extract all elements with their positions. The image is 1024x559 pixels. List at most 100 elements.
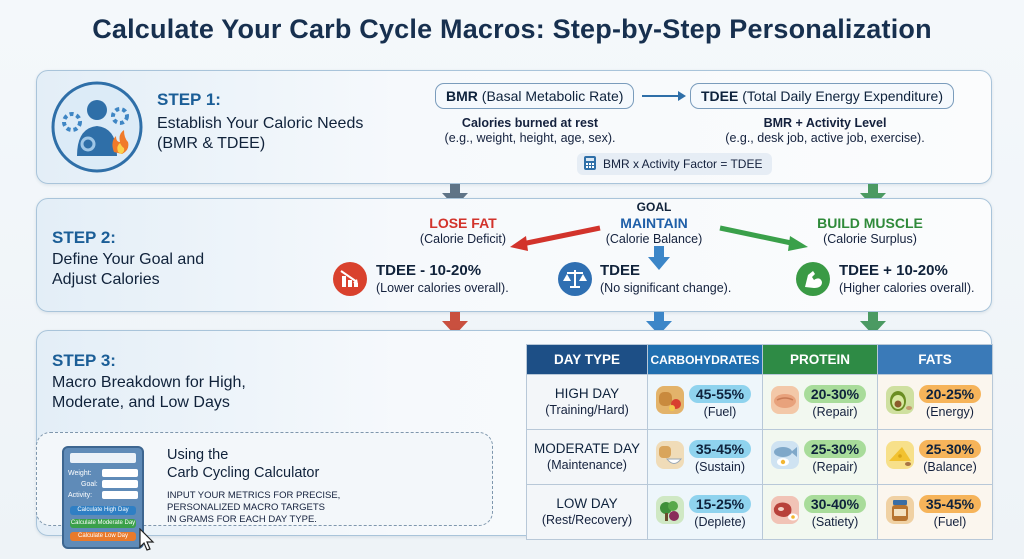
- header-carbohydrates: CARBOHYDRATES: [647, 344, 763, 375]
- calculator-desc-line3: IN GRAMS FOR EACH DAY TYPE.: [167, 514, 317, 525]
- calculator-desc-line2: PERSONALIZED MACRO TARGETS: [167, 502, 326, 513]
- carb-cell-moderate: 35-45% (Sustain): [647, 429, 763, 485]
- nut-butter-jar-icon: [886, 496, 914, 524]
- step1-subtitle-line1: Establish Your Caloric Needs: [157, 115, 364, 132]
- avocado-nuts-icon: [886, 386, 914, 414]
- calculator-desc-line1: INPUT YOUR METRICS FOR PRECISE,: [167, 490, 341, 501]
- bmr-pill: BMR (Basal Metabolic Rate): [435, 83, 635, 109]
- bmr-fullname: (Basal Metabolic Rate): [481, 88, 624, 104]
- day-cell-moderate: MODERATE DAY (Maintenance): [526, 429, 648, 485]
- cursor-pointer-icon: [139, 528, 155, 551]
- calc-weight-input[interactable]: [102, 469, 138, 477]
- flexed-arm-icon: [796, 262, 830, 296]
- step2-subtitle-line2: Adjust Calories: [52, 271, 160, 288]
- calculator-widget: Weight: Goal: Activity: Calculate High D…: [62, 446, 144, 549]
- macro-pct: 25-30%: [803, 440, 867, 458]
- day-name: MODERATE DAY: [533, 441, 640, 456]
- macro-label: (Repair): [812, 460, 858, 474]
- build-desc: (Higher calories overall).: [839, 281, 975, 295]
- macro-label: (Deplete): [694, 515, 746, 529]
- step1-person-gears-flame-icon: [50, 80, 144, 174]
- macro-label: (Energy): [926, 405, 974, 419]
- macro-pct: 30-40%: [803, 495, 867, 513]
- calc-goal-label: Goal:: [81, 481, 98, 488]
- day-sub: (Training/Hard): [545, 403, 629, 417]
- step2-to-step3-arrow-mid: [646, 312, 672, 335]
- goal-maintain-sub: (Calorie Balance): [605, 232, 703, 246]
- macro-pct: 35-45%: [918, 495, 982, 513]
- build-calc: TDEE + 10-20%: [839, 262, 948, 279]
- goal-label: GOAL: [636, 200, 672, 214]
- day-sub: (Maintenance): [547, 458, 627, 472]
- bread-bowl-icon: [656, 441, 684, 469]
- header-protein: PROTEIN: [762, 344, 878, 375]
- bmr-note-line1: Calories burned at rest: [461, 116, 599, 130]
- bmr-to-tdee-arrow: [642, 91, 686, 101]
- macro-pct: 20-25%: [918, 385, 982, 403]
- calculator-title-line1: Using the: [167, 447, 229, 463]
- goal-arrows: [510, 225, 808, 270]
- macro-pct: 25-30%: [918, 440, 982, 458]
- tdee-note: BMR + Activity Level (e.g., desk job, ac…: [700, 116, 950, 146]
- step1-heading: STEP 1:: [157, 90, 221, 109]
- goal-maintain-name: MAINTAIN: [620, 215, 688, 231]
- tdee-label: TDEE: [701, 88, 739, 104]
- tdee-pill: TDEE (Total Daily Energy Expenditure): [690, 83, 954, 109]
- day-cell-high: HIGH DAY (Training/Hard): [526, 374, 648, 430]
- macro-table: DAY TYPE CARBOHYDRATES PROTEIN FATS HIGH…: [526, 344, 993, 540]
- macro-label: (Sustain): [694, 460, 746, 474]
- goal-lose-sub: (Calorie Deficit): [419, 232, 507, 246]
- fat-cell-moderate: 25-30% (Balance): [877, 429, 993, 485]
- macro-table-wrap: DAY TYPE CARBOHYDRATES PROTEIN FATS HIGH…: [526, 344, 993, 540]
- calculator-title-line2: Carb Cycling Calculator: [167, 465, 320, 481]
- cheese-nuts-icon: [886, 441, 914, 469]
- table-row: HIGH DAY (Training/Hard) 45-55% (Fuel) 20…: [526, 374, 993, 430]
- tdee-note-line1: BMR + Activity Level: [763, 116, 887, 130]
- goal-lose-name: LOSE FAT: [429, 215, 497, 231]
- protein-cell-low: 30-40% (Satiety): [762, 484, 878, 540]
- step2-subtitle-line1: Define Your Goal and: [52, 251, 205, 268]
- fish-egg-icon: [771, 441, 799, 469]
- steak-egg-icon: [771, 496, 799, 524]
- balance-scale-icon: [558, 262, 592, 296]
- calc-high-day-button[interactable]: Calculate High Day: [70, 506, 136, 515]
- macro-table-header-row: DAY TYPE CARBOHYDRATES PROTEIN FATS: [526, 344, 993, 375]
- carb-cell-low: 15-25% (Deplete): [647, 484, 763, 540]
- table-row: LOW DAY (Rest/Recovery) 15-25%(Deplete) …: [526, 484, 993, 540]
- calc-activity-input[interactable]: [102, 491, 138, 499]
- chicken-breast-icon: [771, 386, 799, 414]
- step2-heading: STEP 2:: [52, 228, 116, 247]
- header-day-type: DAY TYPE: [526, 344, 648, 375]
- macro-pct: 45-55%: [688, 385, 752, 403]
- bmr-label: BMR: [446, 88, 478, 104]
- calc-low-day-button[interactable]: Calculate Low Day: [70, 532, 136, 541]
- goal-build-name: BUILD MUSCLE: [817, 215, 923, 231]
- carb-cell-high: 45-55% (Fuel): [647, 374, 763, 430]
- table-row: MODERATE DAY (Maintenance) 35-45% (Sustai…: [526, 429, 993, 485]
- calc-activity-label: Activity:: [68, 492, 93, 499]
- macro-pct: 35-45%: [688, 440, 752, 458]
- calc-moderate-day-button[interactable]: Calculate Moderate Day: [70, 519, 136, 528]
- formula-box: BMR x Activity Factor = TDEE: [577, 153, 773, 175]
- formula-text: BMR x Activity Factor = TDEE: [603, 157, 763, 171]
- fat-cell-high: 20-25% (Energy): [877, 374, 993, 430]
- bmr-note-line2: (e.g., weight, height, age, sex).: [444, 131, 616, 145]
- vegetables-icon: [656, 496, 684, 524]
- lose-desc: (Lower calories overall).: [376, 281, 509, 295]
- macro-label: (Repair): [812, 405, 858, 419]
- day-name: HIGH DAY: [554, 386, 620, 401]
- page-title: Calculate Your Carb Cycle Macros: Step-b…: [92, 14, 932, 44]
- calculator-icon: [583, 155, 597, 174]
- bread-fruit-icon: [656, 386, 684, 414]
- macro-label: (Balance): [923, 460, 977, 474]
- macro-label: (Fuel): [703, 405, 737, 419]
- calc-weight-label: Weight:: [68, 470, 92, 477]
- protein-cell-high: 20-30%(Repair): [762, 374, 878, 430]
- macro-label: (Fuel): [933, 515, 967, 529]
- macro-label: (Satiety): [811, 515, 859, 529]
- macro-pct: 15-25%: [688, 495, 752, 513]
- calc-goal-input[interactable]: [102, 480, 138, 488]
- protein-cell-moderate: 25-30% (Repair): [762, 429, 878, 485]
- step3-heading: STEP 3:: [52, 351, 116, 370]
- bmr-note: Calories burned at rest (e.g., weight, h…: [430, 116, 630, 146]
